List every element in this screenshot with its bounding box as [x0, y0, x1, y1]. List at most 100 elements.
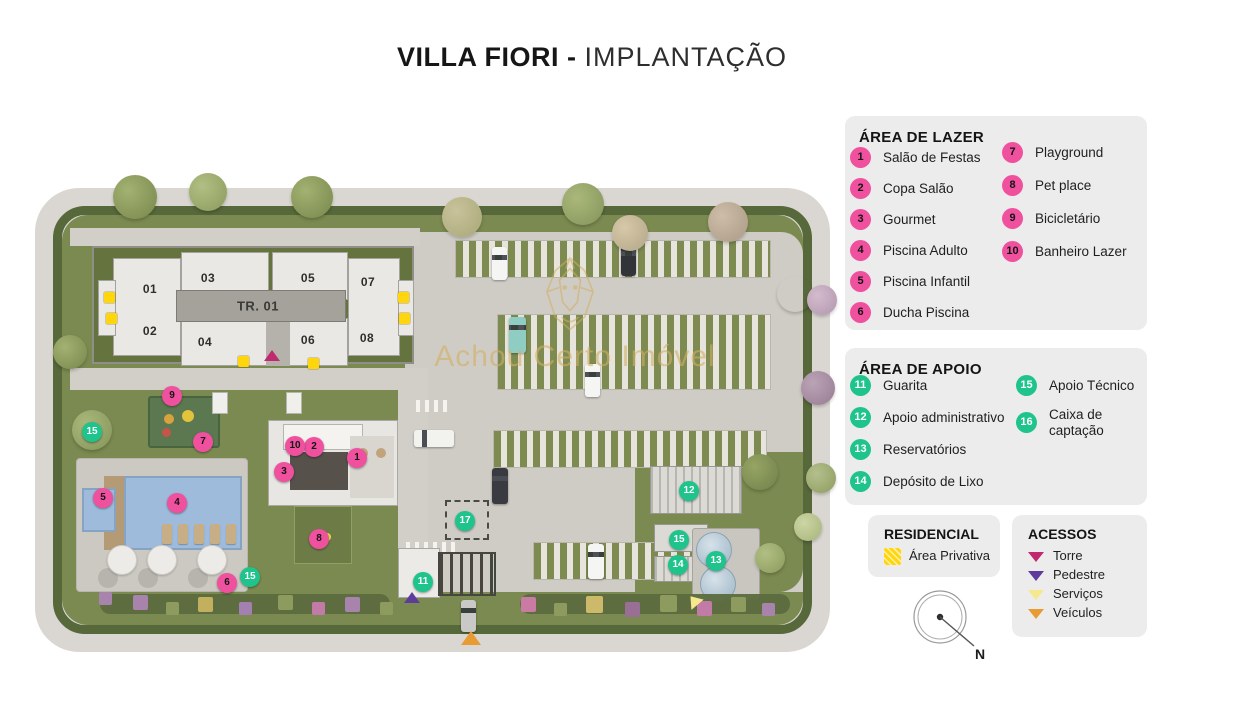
legend-acessos-title: ACESSOS: [1028, 526, 1097, 542]
map-marker-15: 15: [240, 567, 260, 587]
patio-table: [376, 448, 386, 458]
perimeter-hedge: [53, 206, 812, 634]
legend-label: Salão de Festas: [883, 149, 981, 165]
pool-lounger: [226, 524, 236, 544]
parking-stalls-row: [497, 314, 771, 390]
legend-item: 7 Playground: [1002, 142, 1127, 163]
walkway-mid: [70, 368, 410, 390]
private-area-swatch: [884, 548, 901, 565]
title-separator: -: [566, 42, 577, 72]
service-access-icon: [1028, 589, 1044, 600]
pedestrian-access-icon: [1028, 570, 1044, 581]
flower-hedge: [520, 594, 790, 614]
car: [509, 317, 526, 353]
patio-table: [138, 568, 158, 588]
patio-table: [98, 568, 118, 588]
legend-label: Ducha Piscina: [883, 304, 970, 320]
legend-panel-acessos: ACESSOS Torre Pedestre Serviços Veículos: [1012, 515, 1147, 637]
map-marker-9: 9: [162, 386, 182, 406]
legend-item: Torre: [1028, 548, 1147, 563]
legend-num: 5: [850, 271, 871, 292]
legend-item: Serviços: [1028, 586, 1147, 602]
watermark-lion-logo: [546, 256, 594, 331]
legend-label: Bicicletário: [1035, 210, 1101, 226]
unit-label-02: 02: [142, 324, 158, 338]
legend-label: Apoio administrativo: [883, 409, 1005, 425]
legend-label: Guarita: [883, 377, 928, 393]
entrance-pergola: [438, 552, 496, 596]
map-marker-15: 15: [669, 530, 689, 550]
legend-panel-lazer: ÁREA DE LAZER: [845, 116, 1147, 330]
title-suffix: IMPLANTAÇÃO: [584, 42, 788, 72]
legend-num: 3: [850, 209, 871, 230]
legend-num: 11: [850, 375, 871, 396]
pedestrian-access-arrow: [404, 592, 420, 603]
tree: [612, 215, 648, 251]
legend-label: Depósito de Lixo: [883, 473, 984, 489]
legend-label: Copa Salão: [883, 180, 954, 196]
car: [461, 600, 476, 632]
walkway-top: [70, 228, 420, 246]
car: [585, 364, 600, 397]
pool-lounger: [210, 524, 220, 544]
unit-label-07: 07: [360, 275, 376, 289]
tree: [708, 202, 748, 242]
private-area-marker: [238, 356, 249, 367]
legend-label: Veículos: [1053, 605, 1103, 621]
tower-access-icon: [1028, 551, 1044, 562]
tower-core: [176, 290, 346, 322]
car: [492, 468, 508, 504]
van: [414, 430, 454, 447]
play-equipment: [164, 414, 174, 424]
legend-apoio-title: ÁREA DE APOIO: [859, 361, 982, 378]
patio-table: [188, 568, 208, 588]
legend-label: Playground: [1035, 144, 1104, 160]
tree: [189, 173, 227, 211]
gourmet-space: [290, 452, 348, 490]
map-marker-6: 6: [217, 573, 237, 593]
flower-bushes: [0, 0, 1, 1]
map-marker-17: 17: [455, 511, 475, 531]
private-area-marker: [308, 358, 319, 369]
legend-num: 4: [850, 240, 871, 261]
tree: [755, 543, 785, 573]
map-marker-7: 7: [193, 432, 213, 452]
tree: [807, 285, 837, 315]
legend-num: 7: [1002, 142, 1023, 163]
building-wing-left: [113, 258, 181, 356]
pool-lounger: [162, 524, 172, 544]
map-marker-10: 10: [285, 436, 305, 456]
legend-label: Reservatórios: [883, 441, 967, 457]
tower-access-arrow: [264, 350, 280, 361]
tower-label: TR. 01: [236, 298, 280, 314]
map-marker-3: 3: [274, 462, 294, 482]
legend-panel-residencial: RESIDENCIAL Área Privativa: [868, 515, 1000, 577]
car: [621, 243, 636, 276]
legend-panel-apoio: ÁREA DE APOIO: [845, 348, 1147, 505]
legend-item: Área Privativa: [868, 542, 1000, 565]
umbrella: [147, 545, 177, 575]
map-marker-5: 5: [93, 488, 113, 508]
legend-label: Piscina Infantil: [883, 273, 971, 289]
legend-label: Banheiro Lazer: [1035, 243, 1127, 259]
unit-label-06: 06: [300, 333, 316, 347]
tree: [113, 175, 157, 219]
unit-label-04: 04: [197, 335, 213, 349]
vehicle-access-icon: [1028, 608, 1044, 619]
unit-label-05: 05: [300, 271, 316, 285]
legend-label: Serviços: [1053, 586, 1103, 602]
legend-label: Área Privativa: [909, 548, 990, 564]
legend-lazer-title: ÁREA DE LAZER: [859, 129, 985, 146]
page-title: VILLA FIORI - IMPLANTAÇÃO: [397, 42, 787, 73]
